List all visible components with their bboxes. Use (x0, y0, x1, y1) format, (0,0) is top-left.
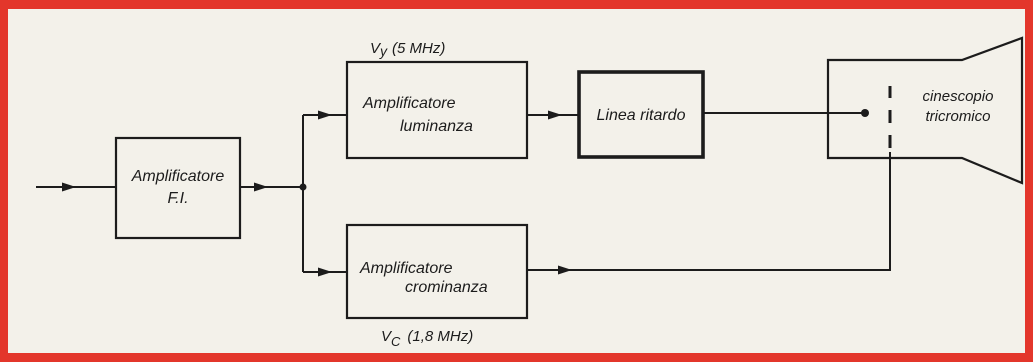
chroma-signal-symbol: V (381, 328, 393, 345)
luma-input-arrow (318, 110, 332, 120)
delay-line-box (577, 70, 705, 159)
luma-signal-label: Vy(5 MHz) (370, 40, 445, 59)
crt-label-1: cinescopio (923, 88, 994, 105)
if-amplifier-label-2: F.I. (167, 190, 188, 207)
if-amplifier-label-1: Amplificatore (131, 168, 225, 185)
luma-terminal-dot (861, 109, 869, 117)
luma-amplifier-box (345, 60, 529, 160)
luma-signal-subscript: y (379, 43, 388, 59)
crt-outline (826, 36, 1024, 185)
luma-amplifier-label-1: Amplificatore (362, 95, 456, 112)
if-output-arrow (254, 182, 268, 192)
luma-output-arrow (548, 110, 562, 120)
paper-background (8, 9, 1025, 353)
chroma-amplifier-label-2: crominanza (405, 279, 488, 296)
chroma-amplifier-label-1: Amplificatore (359, 260, 453, 277)
chroma-output-arrow (558, 265, 572, 275)
luma-signal-value: (5 MHz) (392, 40, 445, 57)
luma-amplifier-label-2: luminanza (400, 118, 473, 135)
delay-line-label: Linea ritardo (597, 107, 686, 124)
chroma-signal-value: (1,8 MHz) (407, 328, 473, 345)
luma-signal-symbol: V (370, 40, 382, 57)
chroma-input-arrow (318, 267, 332, 277)
crt-label-2: tricromico (925, 108, 990, 125)
chroma-signal-label: VC (1,8 MHz) (381, 328, 473, 349)
input-arrow (62, 182, 76, 192)
chroma-output-wire (527, 152, 891, 271)
chroma-amplifier-box (345, 223, 529, 320)
chroma-signal-subscript: C (391, 334, 401, 349)
